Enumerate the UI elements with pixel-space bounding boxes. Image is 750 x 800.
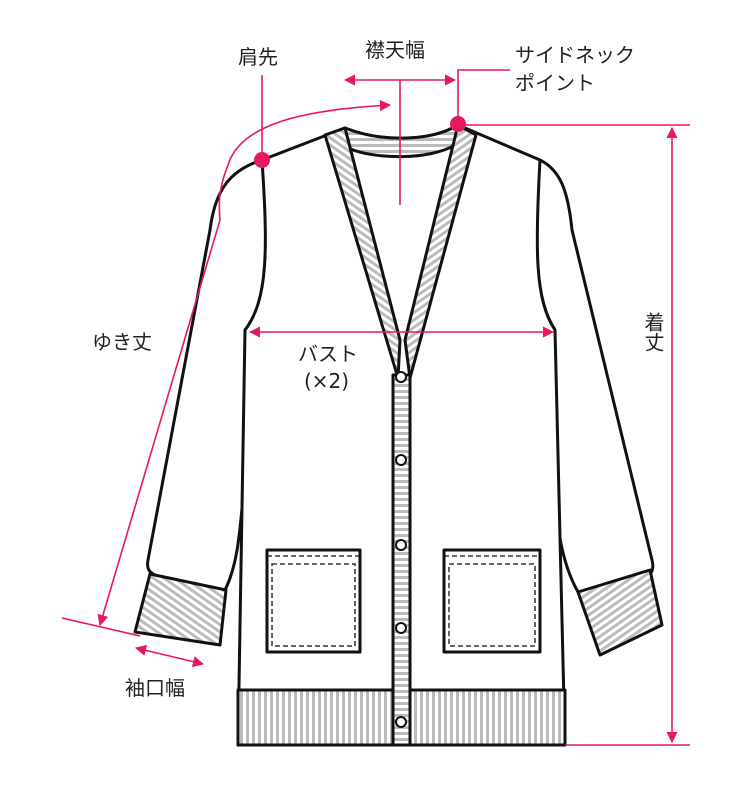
placket (391, 373, 412, 747)
right-cuff (576, 568, 664, 657)
left-pocket (265, 548, 362, 654)
label-body-length: 着丈 (641, 312, 665, 352)
label-sleeve-length: ゆき丈 (92, 330, 152, 354)
label-shoulder-point: 肩先 (238, 45, 278, 69)
buttons (395, 371, 407, 728)
label-neck-width: 襟天幅 (365, 38, 425, 62)
side-neck-leader (457, 69, 510, 125)
label-cuff-width: 袖口幅 (125, 676, 185, 700)
right-pocket (442, 548, 542, 654)
label-side-neck-2: ポイント (515, 71, 595, 95)
sleeve-length-arrow (97, 99, 392, 627)
back-neck-rib (343, 123, 460, 159)
cuff-width-arrow (134, 644, 205, 668)
shoulder-point-dot (254, 152, 270, 168)
side-neck-point-dot (450, 116, 466, 132)
label-bust: バスト (298, 342, 358, 366)
label-bust-x2: (×2) (304, 369, 350, 393)
label-side-neck-1: サイドネック (515, 43, 635, 67)
